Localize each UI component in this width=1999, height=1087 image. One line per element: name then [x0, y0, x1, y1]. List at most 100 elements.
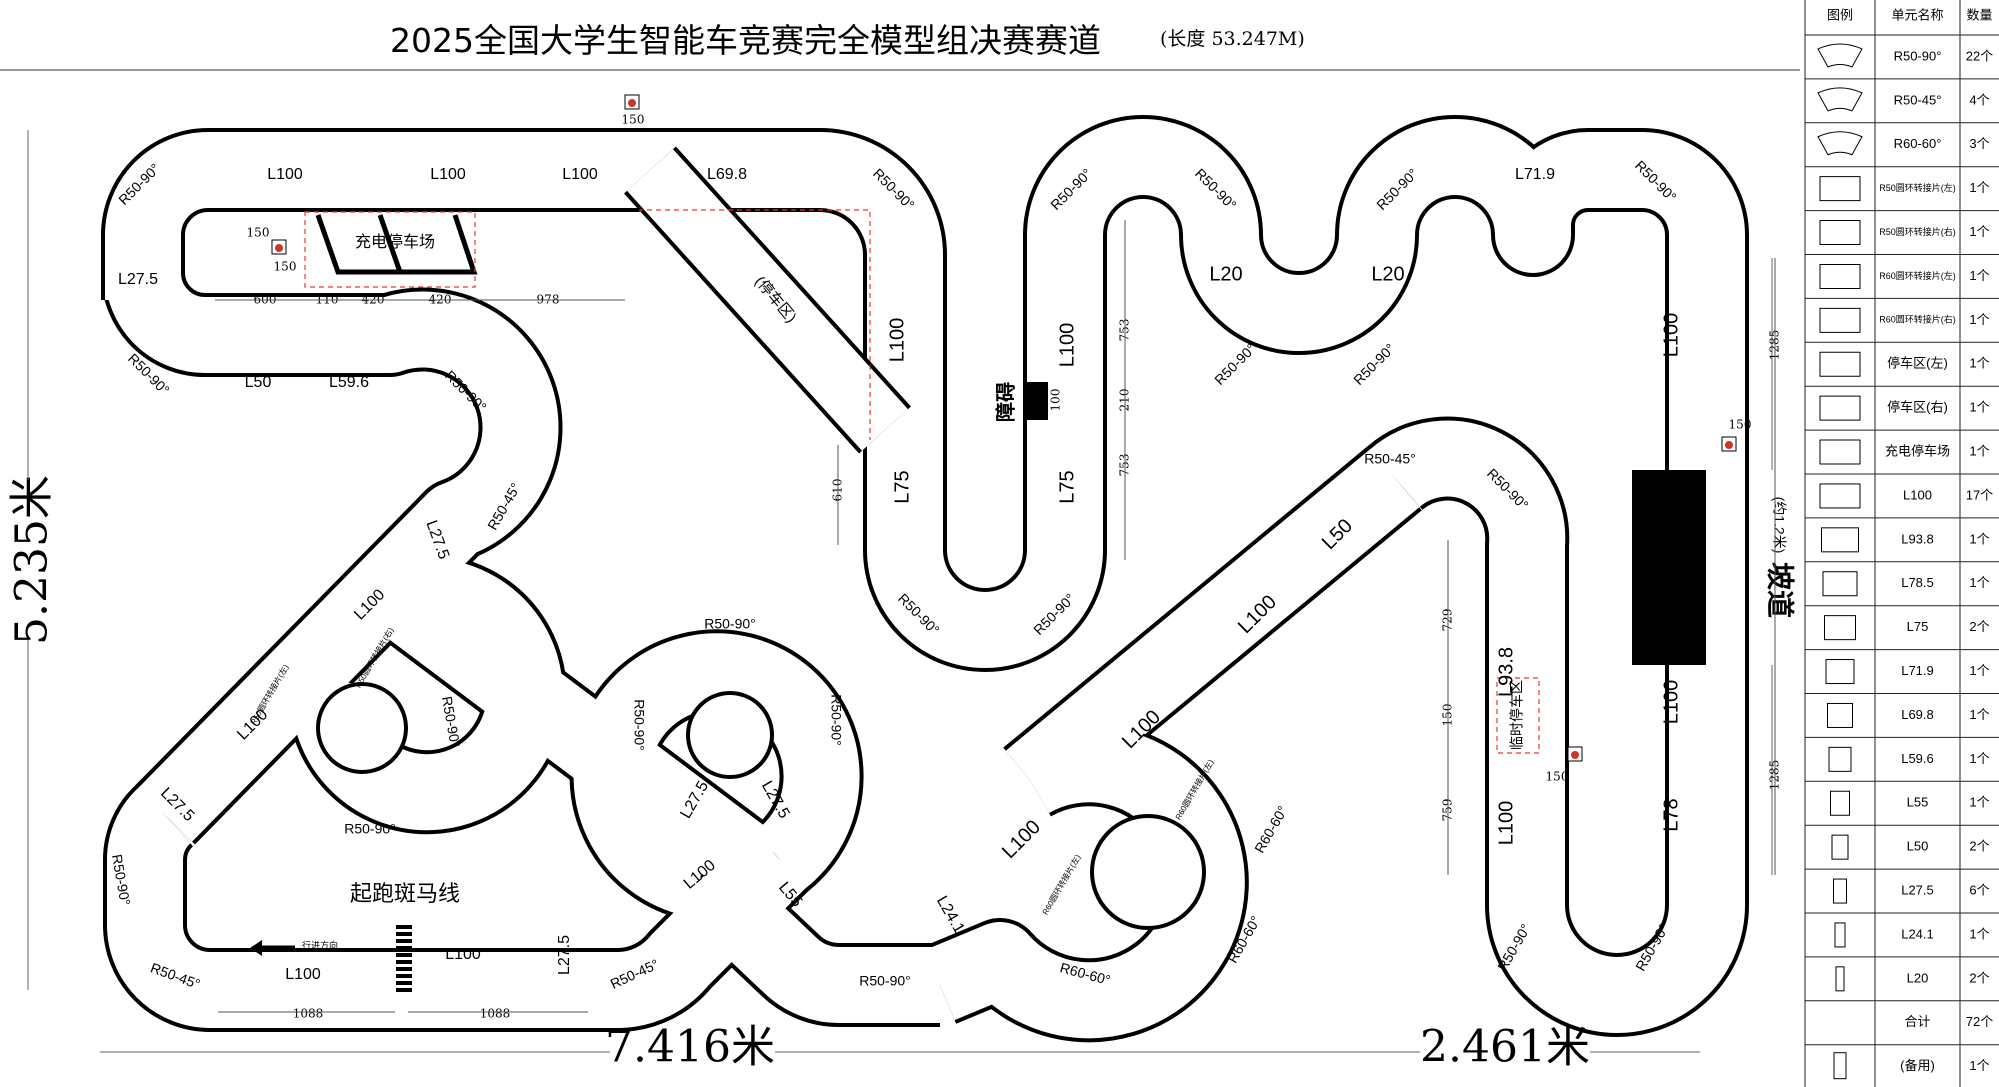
- track-label-middle-9: R50-90°: [1350, 340, 1398, 388]
- legend-row-qty-14: 1个: [1969, 663, 1989, 678]
- legend-row-qty-6: 1个: [1969, 312, 1989, 327]
- legend-icon-straight: [1828, 746, 1852, 772]
- legend-row-qty-12: 1个: [1969, 575, 1989, 590]
- track-label-loops-3: R50-90°: [344, 821, 396, 837]
- parking-lane-surface: [627, 149, 908, 451]
- track-label-middle-8: R50-90°: [1211, 340, 1259, 388]
- track-label-loops-1: R50-90°: [631, 699, 647, 751]
- charging-divider: [377, 214, 403, 273]
- legend-table: 图例单元名称数量R50-90°22个R50-45°4个R60-60°3个R50圆…: [1804, 0, 1999, 1087]
- track-label-middle-0: L100: [886, 318, 908, 363]
- legend-spare-qty: 1个: [1969, 1058, 1989, 1073]
- track-label-bottom-4: R50-90°: [859, 973, 911, 989]
- track-label-middle-17: L100: [1495, 801, 1517, 846]
- track-label-middle-3: L75: [1056, 470, 1078, 503]
- legend-row-name-2: R60-60°: [1894, 136, 1942, 151]
- legend-row-qty-21: 2个: [1969, 970, 1989, 985]
- legend-icon-straight: [1824, 615, 1856, 641]
- signal-marker-top-dot: [628, 99, 636, 107]
- r60-adapter-label-2: R60圆环转接片(左): [1040, 852, 1083, 916]
- legend-icon-straight: [1819, 483, 1861, 509]
- measurement-bottom-0: 1088: [293, 1007, 324, 1021]
- bottom-left-surface: [107, 786, 620, 1028]
- track-label-left-0: L27.5: [118, 271, 158, 288]
- dim-slope: 坡道: [1765, 562, 1797, 618]
- charging-zone-outline: [304, 211, 476, 288]
- measurement-right-6: 150: [1546, 770, 1569, 784]
- measurement-top-7: 150: [274, 260, 297, 274]
- zebra-stripe: [396, 960, 412, 964]
- zebra-stripe: [396, 967, 412, 971]
- dim-width-left: 7.416米: [605, 1022, 775, 1073]
- track-label-middle-2: L100: [1056, 323, 1078, 368]
- track-label-middle-10: R50-45°: [1364, 451, 1416, 467]
- signal-marker-temp-dot: [1571, 751, 1579, 759]
- track-label-top-2: L100: [430, 166, 466, 183]
- track-label-top-1: L100: [267, 166, 303, 183]
- zebra-stripe: [396, 939, 412, 943]
- legend-icon-straight: [1830, 790, 1850, 816]
- measurement-top-0: 150: [247, 226, 270, 240]
- obstacle-label: 障碍: [993, 382, 1017, 422]
- slope-block: [1632, 470, 1706, 665]
- legend-icon-adapter: [1819, 220, 1861, 246]
- legend-row-qty-4: 1个: [1969, 224, 1989, 239]
- legend-row-name-21: L20: [1907, 970, 1929, 985]
- legend-row-qty-20: 1个: [1969, 926, 1989, 941]
- legend-icon-straight: [1835, 966, 1845, 992]
- legend-icon-straight: [1831, 834, 1849, 860]
- track-label-middle-15: L100: [998, 816, 1045, 863]
- zebra-stripe: [396, 946, 412, 950]
- legend-row-name-5: R60圆环转接片(左): [1879, 270, 1956, 281]
- legend-row-qty-19: 6个: [1969, 882, 1989, 897]
- track-label-top-9: L71.9: [1515, 166, 1555, 183]
- legend-row-name-10: L100: [1903, 487, 1932, 502]
- parking-zone-outline: [639, 209, 871, 440]
- legend-row-qty-10: 17个: [1966, 487, 1993, 502]
- legend-row-name-18: L50: [1907, 839, 1929, 854]
- legend-spare-label: (备用): [1900, 1058, 1935, 1073]
- legend-icon-straight: [1825, 659, 1855, 685]
- legend-row-name-8: 停车区(右): [1887, 400, 1948, 415]
- charging-slots: [315, 214, 478, 275]
- legend-row-qty-17: 1个: [1969, 795, 1989, 810]
- track-label-right-0: L100: [1660, 313, 1682, 358]
- signal-marker-charging-dot: [275, 244, 283, 252]
- legend-row-name-11: L93.8: [1901, 531, 1934, 546]
- cross-mid-surface: [560, 833, 807, 1028]
- legend-icon-curve: [1817, 43, 1863, 68]
- track-label-loops-9: L24.1: [933, 893, 968, 936]
- temp-parking-label: 临时停车区: [1509, 680, 1525, 750]
- legend-row-qty-18: 2个: [1969, 839, 1989, 854]
- measurement-middle-3: 100: [1049, 389, 1063, 412]
- legend-row-qty-13: 2个: [1969, 619, 1989, 634]
- legend-icon-spare: [1833, 1052, 1847, 1080]
- charging-label: 充电停车场: [355, 233, 435, 251]
- track-label-middle-16: L93.8: [1495, 647, 1517, 697]
- dim-slope-note: (约1.2米): [1771, 497, 1787, 554]
- loop-left-hole: [316, 682, 408, 774]
- signal-marker-slope-dot: [1725, 441, 1733, 449]
- temp-parking-outline: [1496, 677, 1540, 754]
- legend-row-name-13: L75: [1907, 619, 1929, 634]
- legend-icon-straight: [1834, 922, 1846, 948]
- legend-row-name-19: L27.5: [1901, 882, 1934, 897]
- page-title: 2025全国大学生智能车竞赛完全模型组决赛赛道: [390, 21, 1101, 60]
- legend-row-qty-11: 1个: [1969, 531, 1989, 546]
- zebra-stripe: [396, 925, 412, 929]
- track-label-top-3: L100: [562, 166, 598, 183]
- obstacle-block: [1026, 382, 1048, 420]
- zebra-stripe: [396, 953, 412, 957]
- legend-row-name-1: R50-45°: [1894, 92, 1942, 107]
- loop-mid-hole: [686, 691, 774, 779]
- legend-total-qty: 72个: [1966, 1014, 1993, 1029]
- legend-icon-straight: [1833, 878, 1847, 904]
- track-label-bottom-1: L100: [445, 946, 481, 963]
- legend-icon-adapter: [1819, 439, 1861, 465]
- track-label-right-1: L100: [1660, 541, 1682, 586]
- direction-label: 行进方向: [302, 939, 338, 950]
- legend-row-name-6: R60圆环转接片(右): [1879, 314, 1956, 325]
- track-label-top-4: L69.8: [707, 166, 747, 183]
- legend-row-qty-1: 4个: [1969, 92, 1989, 107]
- loop-right-hole: [1090, 814, 1206, 930]
